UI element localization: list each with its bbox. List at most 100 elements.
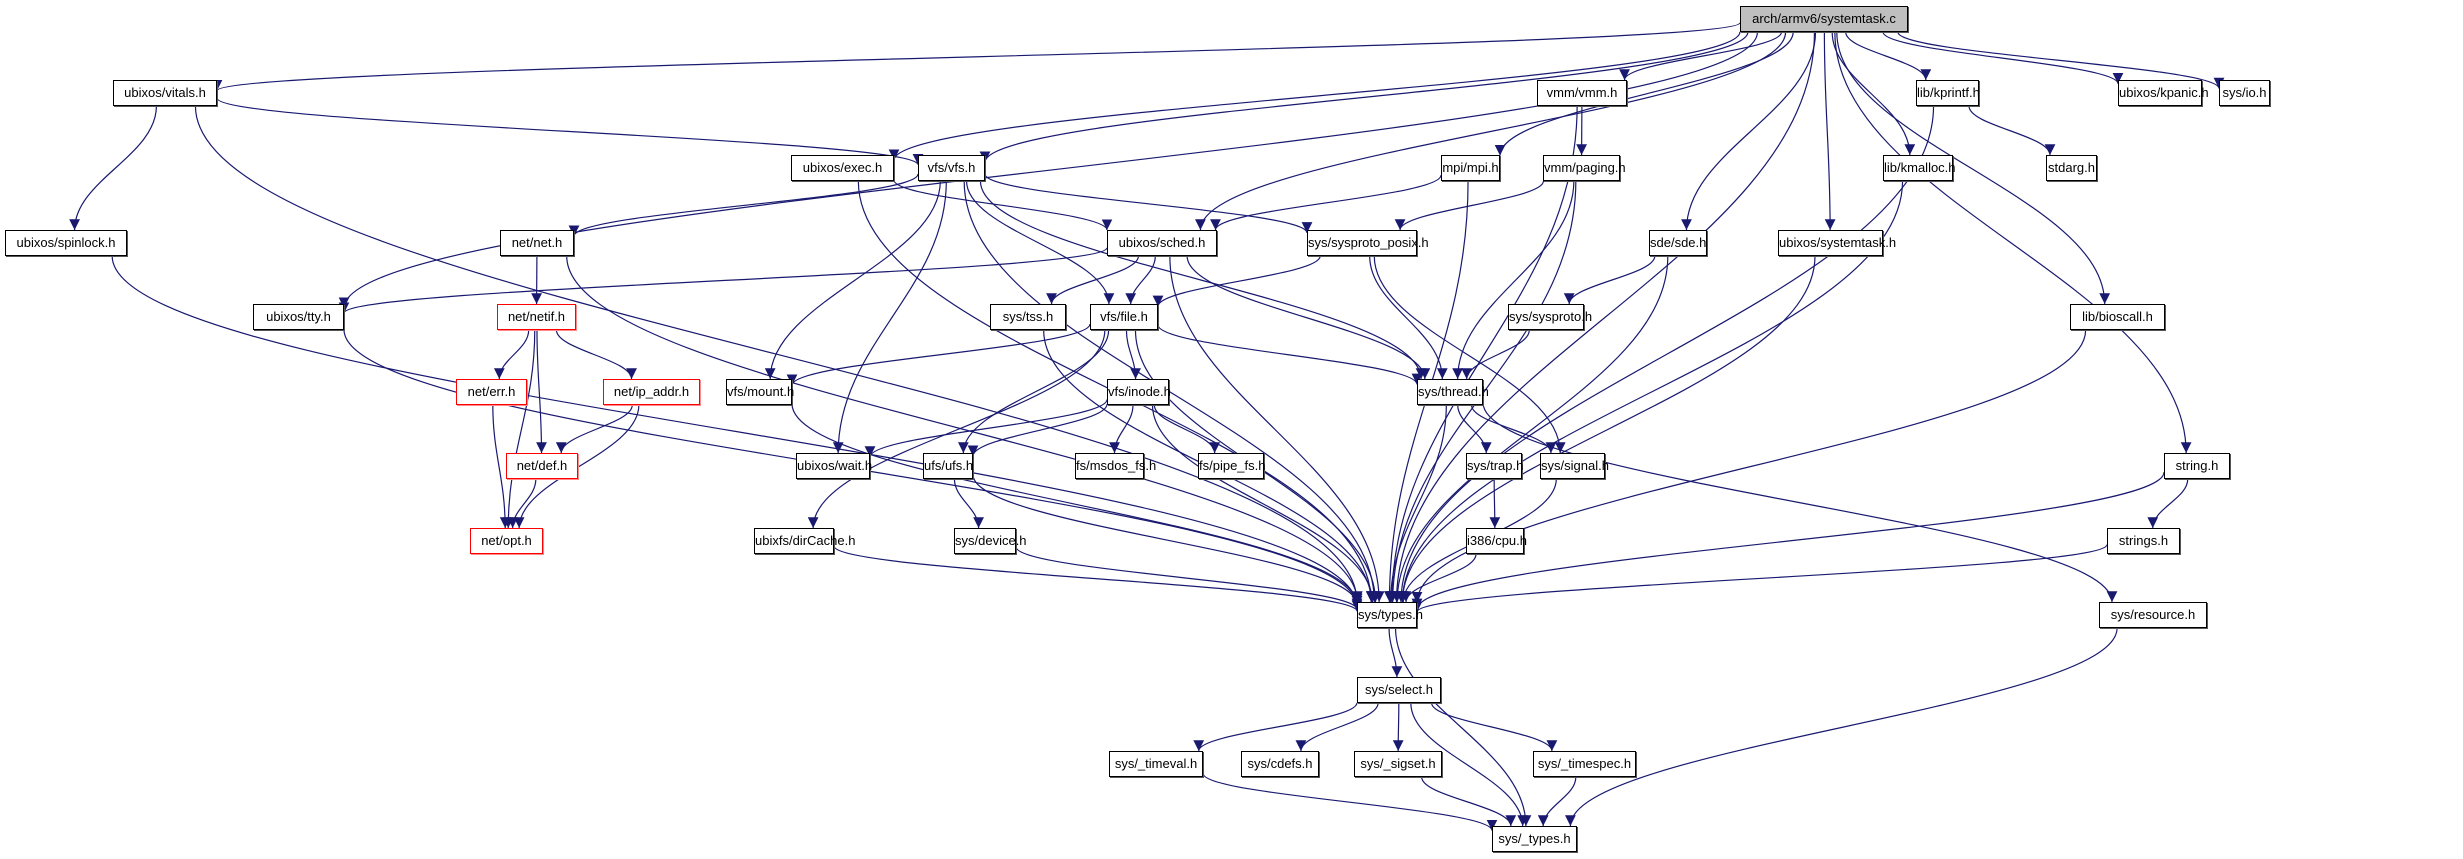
include-node-resource[interactable]: sys/resource.h <box>2099 602 2207 628</box>
include-node--types[interactable]: sys/_types.h <box>1492 826 1577 852</box>
edge-file-to-dircache <box>807 329 1106 529</box>
edge-netif-to-ip_addr <box>555 329 637 380</box>
edge-vfs-to-types <box>963 180 1380 603</box>
include-node-signal[interactable]: sys/signal.h <box>1540 453 1609 479</box>
include-node-wait[interactable]: ubixos/wait.h <box>796 453 872 479</box>
include-node-thread[interactable]: sys/thread.h <box>1417 379 1489 405</box>
include-node-stdarg[interactable]: stdarg.h <box>2046 155 2097 181</box>
edge-paging-to-thread <box>1452 180 1575 380</box>
edge-root-to-vmm <box>1619 31 1783 81</box>
include-node-inode[interactable]: vfs/inode.h <box>1107 379 1171 405</box>
include-node-err[interactable]: net/err.h <box>456 379 527 405</box>
include-node-kmalloc[interactable]: lib/kmalloc.h <box>1883 155 1956 181</box>
include-node-dircache[interactable]: ubixfs/dirCache.h <box>754 528 855 554</box>
include-node-exec[interactable]: ubixos/exec.h <box>791 155 894 181</box>
edge-root-to-tty <box>338 31 1759 309</box>
edge-netif-to-def <box>536 329 547 454</box>
edge-err-to-opt <box>492 404 511 529</box>
edge-string-to-strings <box>2147 478 2189 529</box>
include-node-systemtask-h[interactable]: ubixos/systemtask.h <box>1778 230 1896 256</box>
include-node-cpu[interactable]: i386/cpu.h <box>1466 528 1527 554</box>
include-node-vitals[interactable]: ubixos/vitals.h <box>113 80 217 106</box>
include-node-ufs[interactable]: ufs/ufs.h <box>923 453 973 479</box>
edge-vmm-to-types <box>1386 105 1578 603</box>
include-node-msdos[interactable]: fs/msdos_fs.h <box>1075 453 1156 479</box>
edge-mount-to-types <box>791 403 1363 605</box>
edge-string-to-types <box>1411 471 2165 610</box>
edge-sched-to-thread <box>1186 255 1431 380</box>
edge-root-to-vfs <box>979 31 1749 163</box>
edge-netif-to-opt <box>502 329 536 529</box>
include-node-sde[interactable]: sde/sde.h <box>1649 230 1707 256</box>
include-node-vfs[interactable]: vfs/vfs.h <box>918 155 985 181</box>
include-node-net[interactable]: net/net.h <box>500 230 574 256</box>
include-node-timeval[interactable]: sys/_timeval.h <box>1109 751 1203 777</box>
include-node-def[interactable]: net/def.h <box>506 453 578 479</box>
edge-thread-to-types <box>1385 404 1447 603</box>
edge-select-to-cdefs <box>1295 702 1379 752</box>
edge-root-to-systemtask_h <box>1823 31 1836 231</box>
edge-select-to-sigset <box>1392 702 1404 752</box>
edge-types-to-select <box>1388 627 1403 678</box>
include-node-trap[interactable]: sys/trap.h <box>1466 453 1523 479</box>
edge-types-to-_types <box>1394 627 1532 827</box>
edge-kprintf-to-stdarg <box>1968 105 2056 156</box>
edge-timespec-to-_types <box>1537 776 1577 827</box>
edge-vfs-to-net <box>568 173 919 237</box>
include-node-ip-addr[interactable]: net/ip_addr.h <box>603 379 700 405</box>
include-node-netif[interactable]: net/netif.h <box>497 304 576 330</box>
include-node-mount[interactable]: vfs/mount.h <box>726 379 794 405</box>
include-node-sigset[interactable]: sys/_sigset.h <box>1354 751 1442 777</box>
edge-file-to-ufs <box>957 329 1110 454</box>
include-node-vmm[interactable]: vmm/vmm.h <box>1537 80 1627 106</box>
include-node-sysproto[interactable]: sys/sysproto.h <box>1508 304 1592 330</box>
edge-vfs-to-mount <box>764 180 941 380</box>
include-node-cdefs[interactable]: sys/cdefs.h <box>1241 751 1319 777</box>
edge-root-to-kprintf <box>1845 31 1932 81</box>
include-node-kprintf[interactable]: lib/kprintf.h <box>1916 80 1980 106</box>
include-node-select[interactable]: sys/select.h <box>1357 677 1441 703</box>
include-node-types[interactable]: sys/types.h <box>1357 602 1423 628</box>
include-node-pipe[interactable]: fs/pipe_fs.h <box>1198 453 1266 479</box>
edge-sched-to-tty <box>338 247 1108 314</box>
include-node-io[interactable]: sys/io.h <box>2219 80 2270 106</box>
include-node-spinlock[interactable]: ubixos/spinlock.h <box>5 230 127 256</box>
include-node-string[interactable]: string.h <box>2164 453 2230 479</box>
edge-dircache-to-types <box>833 545 1363 612</box>
include-node-file[interactable]: vfs/file.h <box>1090 304 1158 330</box>
edge-sched-to-file <box>1125 255 1156 305</box>
edge-ufs-to-device <box>953 478 984 529</box>
edge-trap-to-cpu <box>1489 478 1501 529</box>
include-node-tty[interactable]: ubixos/tty.h <box>253 304 344 330</box>
include-node-paging[interactable]: vmm/paging.h <box>1543 155 1626 181</box>
edge-sysproto_posix-to-signal <box>1373 255 1566 454</box>
edge-sched-to-types <box>1169 255 1385 603</box>
edge-file-to-mount <box>786 323 1091 386</box>
include-node-sysproto-posix[interactable]: sys/sysproto_posix.h <box>1307 230 1429 256</box>
edge-ufs-to-types <box>972 474 1363 605</box>
edge-root-to-string <box>1834 31 2192 454</box>
include-node-bioscall[interactable]: lib/bioscall.h <box>2070 304 2165 330</box>
edge-inode-to-ufs <box>967 403 1108 457</box>
edge-root-to-sched <box>1195 31 1787 231</box>
edge-file-to-thread <box>1157 324 1423 385</box>
edge-bioscall-to-types <box>1411 329 2087 603</box>
edge-vfs-to-thread <box>979 180 1427 380</box>
edge-spinlock-to-types <box>111 255 1363 607</box>
edge-inode-to-pipe <box>1153 404 1221 454</box>
include-node-tss[interactable]: sys/tss.h <box>990 304 1066 330</box>
include-node-sched[interactable]: ubixos/sched.h <box>1107 230 1217 256</box>
edge-root-to-kpanic <box>1882 31 2124 85</box>
include-node-device[interactable]: sys/device.h <box>954 528 1027 554</box>
include-node-kpanic[interactable]: ubixos/kpanic.h <box>2118 80 2209 106</box>
include-node-opt[interactable]: net/opt.h <box>470 528 543 554</box>
edge-inode-to-wait <box>864 399 1108 458</box>
edge-root-to-sde <box>1681 31 1817 231</box>
include-node-timespec[interactable]: sys/_timespec.h <box>1533 751 1636 777</box>
include-node-mpi[interactable]: mpi/mpi.h <box>1441 155 1500 181</box>
edge-vitals-to-spinlock <box>69 105 158 231</box>
edge-vfs-to-sysproto_posix <box>984 173 1313 234</box>
edge-sysproto_posix-to-thread <box>1369 255 1448 380</box>
include-node-strings[interactable]: strings.h <box>2107 528 2180 554</box>
